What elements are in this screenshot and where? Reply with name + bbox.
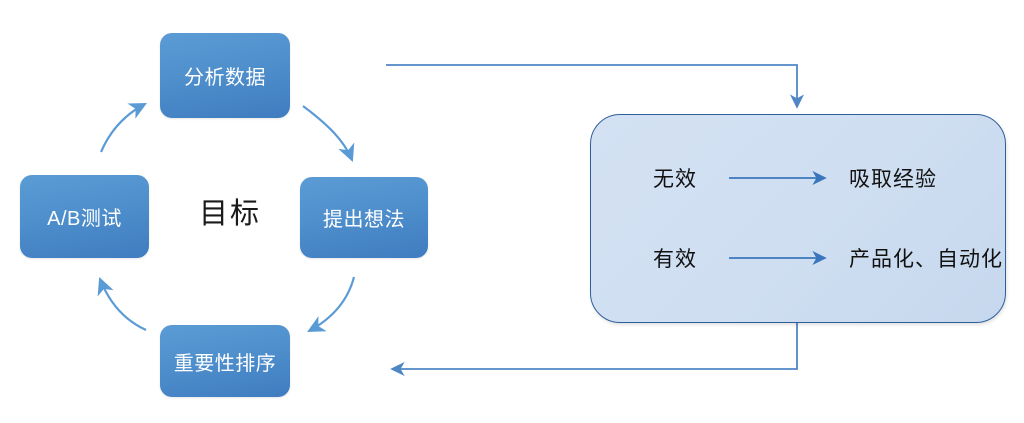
cycle-node-idea[interactable]: 提出想法 bbox=[300, 177, 428, 258]
arrow-analyze-to-idea bbox=[302, 105, 355, 163]
outcome-from-label-0: 无效 bbox=[653, 168, 697, 191]
outcome-to-label-1: 产品化、自动化 bbox=[849, 248, 1003, 271]
outcome-row-invalid: 无效 吸取经验 bbox=[653, 163, 937, 193]
connector-outcome-to-cycle bbox=[390, 323, 798, 377]
outcome-arrow-icon-1 bbox=[729, 250, 835, 266]
cycle-node-abtest-label: A/B测试 bbox=[47, 208, 122, 230]
outcome-arrow-icon-0 bbox=[729, 170, 835, 186]
arrow-idea-to-rank bbox=[307, 276, 356, 333]
outcome-row-valid: 有效 产品化、自动化 bbox=[653, 243, 1003, 273]
cycle-center-goal-label: 目标 bbox=[198, 198, 261, 230]
outcome-from-label-1: 有效 bbox=[653, 248, 697, 271]
cycle-node-rank[interactable]: 重要性排序 bbox=[160, 325, 290, 397]
cycle-node-rank-label: 重要性排序 bbox=[173, 352, 277, 375]
outcome-panel: 无效 吸取经验 有效 bbox=[590, 114, 1006, 323]
arrow-abtest-to-analyze bbox=[99, 102, 147, 153]
cycle-node-analyze-label: 分析数据 bbox=[184, 67, 266, 89]
connector-cycle-to-outcome bbox=[386, 64, 805, 109]
arrow-rank-to-abtest bbox=[97, 276, 147, 332]
outcome-to-label-0: 吸取经验 bbox=[849, 168, 937, 191]
cycle-node-abtest[interactable]: A/B测试 bbox=[20, 175, 149, 258]
cycle-node-idea-label: 提出想法 bbox=[323, 209, 405, 231]
cycle-node-analyze[interactable]: 分析数据 bbox=[160, 33, 290, 118]
